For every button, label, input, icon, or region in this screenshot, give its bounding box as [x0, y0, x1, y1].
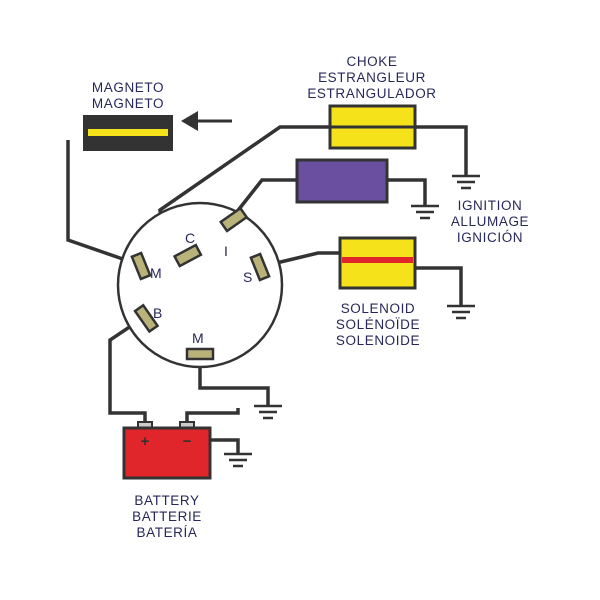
arrow-left-icon: [181, 111, 232, 131]
ground-symbol-ignition: [411, 204, 439, 220]
switch-pin-m-top: [130, 251, 152, 281]
wire-s-solenoid: [267, 251, 340, 267]
ground-symbol-battery: [224, 452, 252, 468]
wire-b-battery: [108, 316, 147, 424]
battery-body: [122, 426, 212, 480]
magneto: MAGNETO MAGNETO: [83, 80, 232, 151]
switch-pin-b: [133, 303, 160, 334]
wire-m-ground: [198, 357, 270, 405]
solenoid-label-fr: SOLÉNOÏDE: [336, 317, 420, 332]
battery-minus-icon: −: [183, 433, 192, 450]
battery-plus-icon: +: [141, 433, 150, 450]
ground-symbol-choke: [452, 174, 480, 190]
wire-battery-ground: [210, 438, 240, 453]
choke-label-en: CHOKE: [346, 54, 397, 69]
terminal-label-b: B: [153, 305, 162, 321]
wire-ignition-ground: [387, 178, 427, 205]
ignition-label-en: IGNITION: [458, 198, 523, 213]
wire-solenoid-ground: [415, 266, 463, 305]
battery-label-en: BATTERY: [134, 493, 199, 508]
battery-label-fr: BATTERIE: [132, 509, 202, 524]
switch-pin-i: [218, 206, 249, 233]
battery-label-es: BATERÍA: [137, 525, 198, 540]
wire-choke-ground: [415, 125, 468, 175]
ignition-label-fr: ALLUMAGE: [451, 214, 529, 229]
ignition-body: [295, 158, 389, 204]
battery: + − BATTERY BATTERIE BATERÍA: [122, 421, 212, 540]
ignition-switch: M C I S B M: [116, 201, 284, 369]
terminal-label-i: I: [224, 243, 228, 259]
choke: CHOKE ESTRANGLEUR ESTRANGULADOR: [307, 54, 436, 150]
switch-pin-s: [249, 252, 271, 282]
magneto-stripe: [88, 129, 168, 136]
choke-label-fr: ESTRANGLEUR: [318, 70, 426, 85]
ground-symbol-switch: [254, 404, 282, 420]
solenoid: SOLENOID SOLÉNOÏDE SOLENOIDE: [336, 236, 420, 348]
terminal-label-s: S: [243, 269, 252, 285]
ground-symbol-solenoid: [447, 304, 475, 320]
solenoid-label-es: SOLENOIDE: [336, 333, 420, 348]
terminal-label-m-top: M: [150, 265, 162, 281]
choke-label-es: ESTRANGULADOR: [307, 86, 436, 101]
magneto-label-en: MAGNETO: [92, 80, 164, 95]
terminal-label-m-bottom: M: [192, 330, 204, 346]
wire-i-ignition: [230, 178, 297, 220]
ignition-label-es: IGNICIÓN: [457, 230, 523, 245]
ignition: IGNITION ALLUMAGE IGNICIÓN: [295, 158, 529, 245]
wire-battery-neg: [185, 408, 240, 424]
switch-pin-m-bottom: [185, 347, 215, 361]
solenoid-stripe: [342, 257, 413, 263]
wire-magneto-m: [66, 140, 141, 267]
terminal-label-c: C: [185, 230, 195, 246]
magneto-label-fr: MAGNETO: [92, 96, 164, 111]
solenoid-label-en: SOLENOID: [341, 301, 416, 316]
switch-pin-c: [172, 243, 203, 268]
